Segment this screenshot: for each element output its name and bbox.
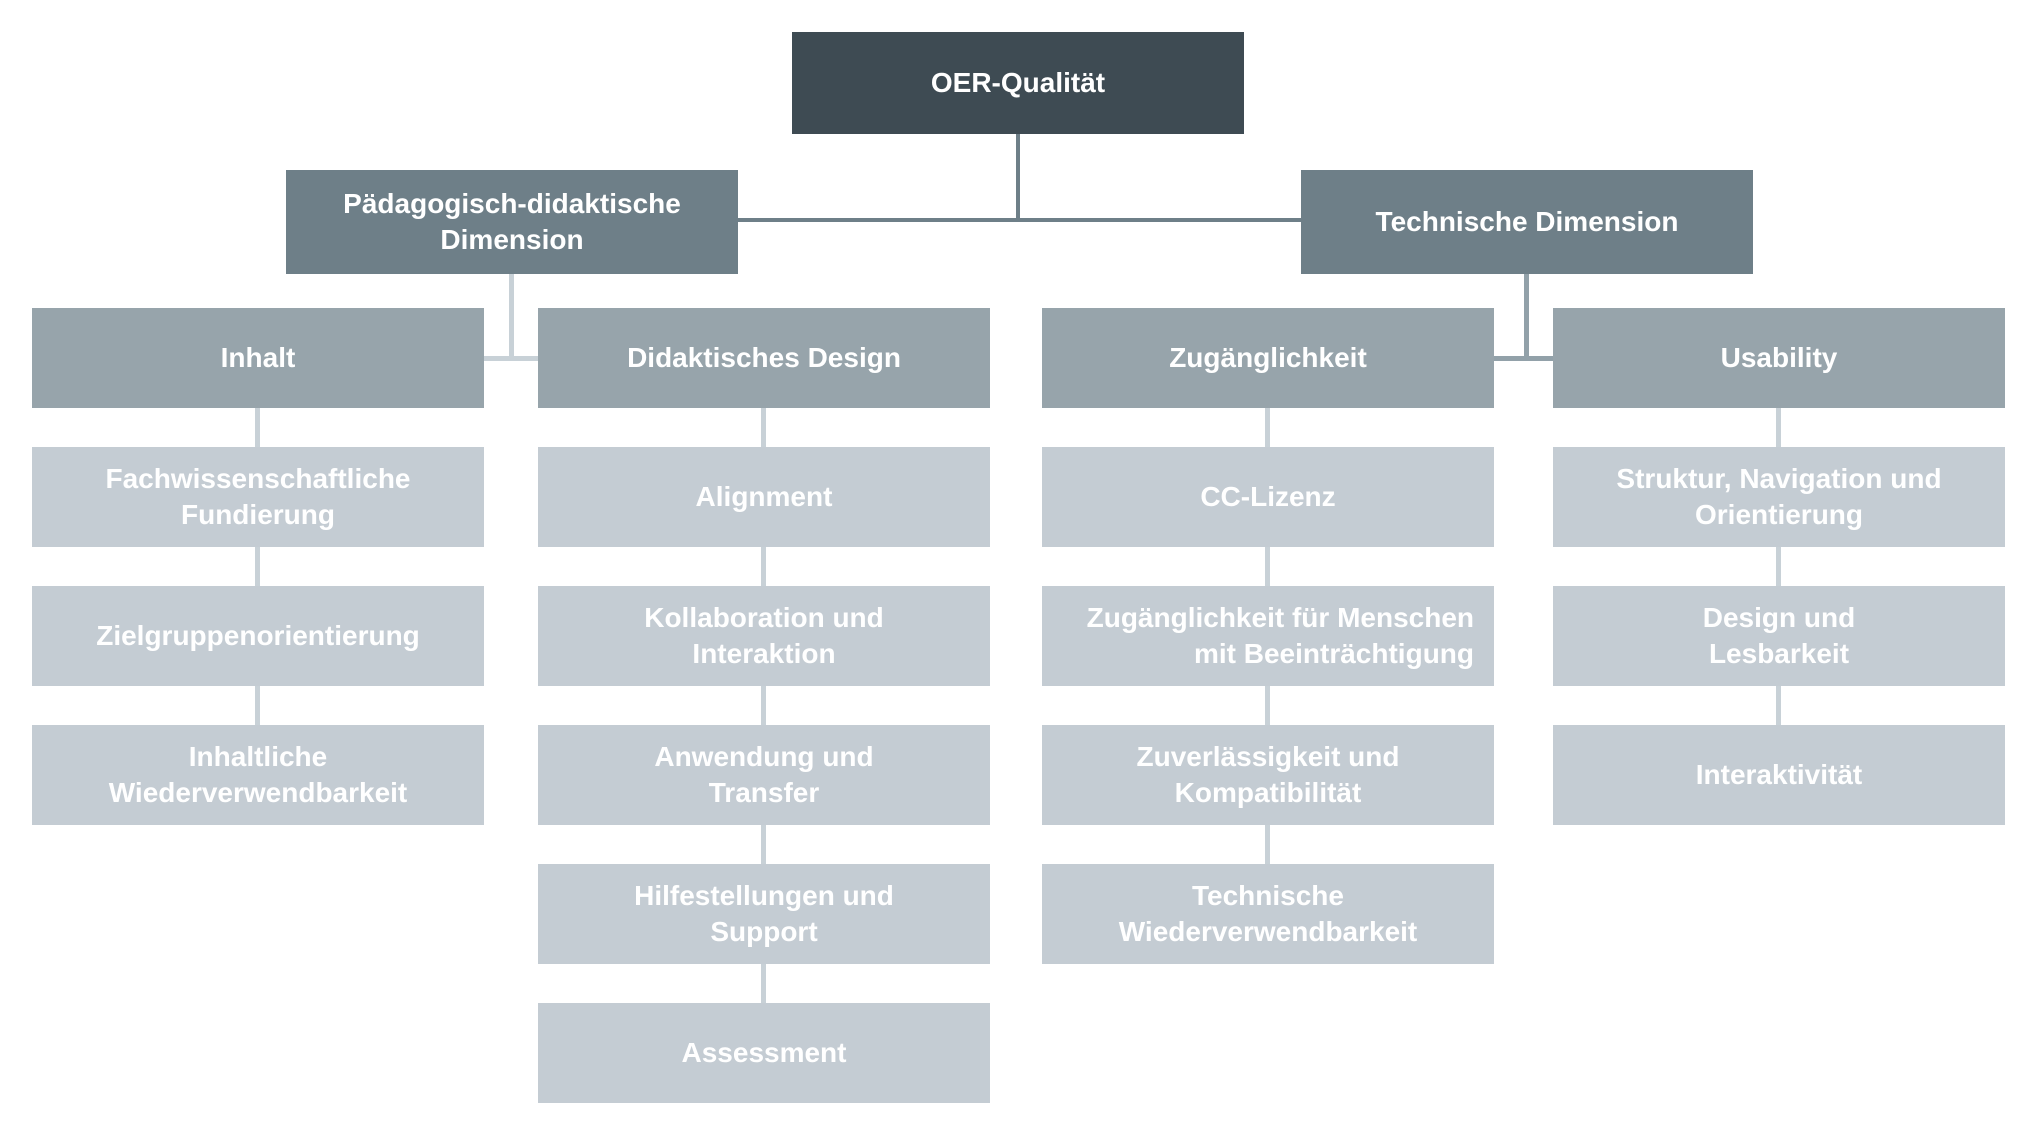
connector-inhalt-2: [255, 547, 260, 586]
node-oer-qualitaet: OER-Qualität: [792, 32, 1244, 134]
connector-usability-2: [1776, 547, 1781, 586]
node-header-zugaenglichkeit: Zugänglichkeit: [1042, 308, 1494, 408]
connector-didaktik-1: [761, 408, 766, 447]
node-item-technische-wiederverwendbarkeit: Technische Wiederverwendbarkeit: [1042, 864, 1494, 964]
connector-didaktik-2: [761, 547, 766, 586]
connector-root-cross: [738, 218, 1301, 222]
node-header-usability: Usability: [1553, 308, 2005, 408]
connector-root-stem: [1016, 134, 1020, 220]
connector-technisch-cross: [1494, 356, 1553, 361]
connector-inhalt-1: [255, 408, 260, 447]
connector-zugaenglichkeit-4: [1265, 825, 1270, 864]
node-item-interaktivitaet: Interaktivität: [1553, 725, 2005, 825]
node-item-zuverlaessigkeit-und-kompatibilitaet: Zuverlässigkeit und Kompatibilität: [1042, 725, 1494, 825]
node-item-hilfestellungen-und-support: Hilfestellungen und Support: [538, 864, 990, 964]
node-item-cc-lizenz: CC-Lizenz: [1042, 447, 1494, 547]
connector-usability-3: [1776, 686, 1781, 725]
connector-paedagogisch-stem: [509, 274, 514, 361]
connector-didaktik-4: [761, 825, 766, 864]
node-item-zielgruppenorientierung: Zielgruppenorientierung: [32, 586, 484, 686]
connector-inhalt-3: [255, 686, 260, 725]
node-header-inhalt: Inhalt: [32, 308, 484, 408]
connector-zugaenglichkeit-3: [1265, 686, 1270, 725]
connector-zugaenglichkeit-1: [1265, 408, 1270, 447]
node-item-alignment: Alignment: [538, 447, 990, 547]
node-header-didaktisches-design: Didaktisches Design: [538, 308, 990, 408]
node-item-anwendung-und-transfer: Anwendung und Transfer: [538, 725, 990, 825]
node-item-fachwissenschaftliche-fundierung: Fachwissenschaftliche Fundierung: [32, 447, 484, 547]
connector-technisch-stem: [1524, 274, 1529, 361]
connector-didaktik-3: [761, 686, 766, 725]
node-dimension-technisch: Technische Dimension: [1301, 170, 1753, 274]
node-dimension-paedagogisch-didaktisch: Pädagogisch-didaktische Dimension: [286, 170, 738, 274]
node-item-kollaboration-und-interaktion: Kollaboration und Interaktion: [538, 586, 990, 686]
node-item-struktur-navigation-orientierung: Struktur, Navigation und Orientierung: [1553, 447, 2005, 547]
connector-zugaenglichkeit-2: [1265, 547, 1270, 586]
node-item-assessment: Assessment: [538, 1003, 990, 1103]
connector-paedagogisch-cross: [484, 356, 538, 361]
node-item-inhaltliche-wiederverwendbarkeit: Inhaltliche Wiederverwendbarkeit: [32, 725, 484, 825]
node-item-zugaenglichkeit-fuer-menschen: Zugänglichkeit für Menschen mit Beeinträ…: [1042, 586, 1494, 686]
node-item-design-und-lesbarkeit: Design und Lesbarkeit: [1553, 586, 2005, 686]
connector-didaktik-5: [761, 964, 766, 1003]
connector-usability-1: [1776, 408, 1781, 447]
